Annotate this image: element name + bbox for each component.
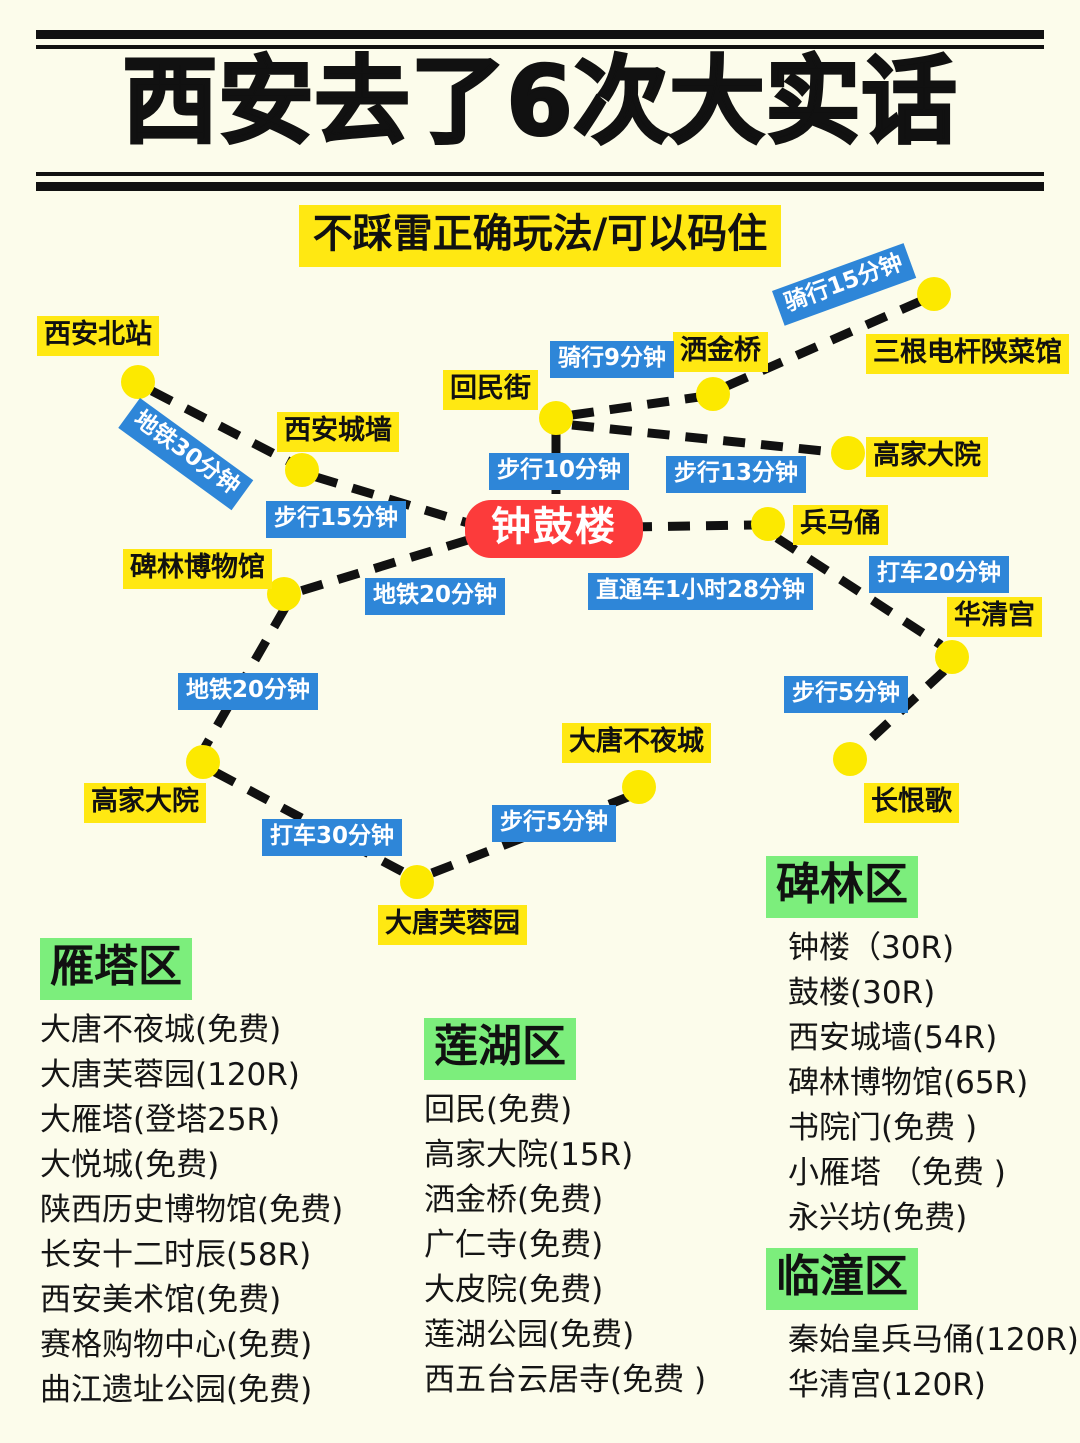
map-edge-label-e2: 步行15分钟 [266,501,407,538]
subtitle-row: 不踩雷正确玩法/可以码住 [0,205,1080,267]
map-node-dot-sangendianggan[interactable] [917,277,951,311]
map-node-dot-huaqinggong[interactable] [935,640,969,674]
map-node-dot-huimin[interactable] [539,401,573,435]
map-edge-label-e3: 地铁20分钟 [365,578,506,615]
edge-line-e8 [571,392,700,420]
map-edge-label-e10: 步行13分钟 [666,456,807,493]
map-node-label-gaojia-sw[interactable]: 高家大院 [84,783,206,823]
map-node-label-xianbei[interactable]: 西安北站 [37,316,159,356]
list-item: 广仁寺(免费) [424,1227,604,1263]
district-beilin: 碑林区 钟楼（30R) 鼓楼(30R) 西安城墙(54R) 碑林博物馆(65R)… [766,856,1028,1241]
district-title-lintong: 临潼区 [766,1248,918,1310]
edge-line-e1 [149,386,293,467]
map-node-label-sangendianggan[interactable]: 三根电杆陕菜馆 [866,334,1069,374]
map-node-dot-beilin-museum[interactable] [267,577,301,611]
page-title: 西安去了6次大实话 [121,47,958,157]
district-yanta: 雁塔区 大唐不夜城(免费) 大唐芙蓉园(120R) 大雁塔(登塔25R) 大悦城… [40,938,343,1413]
rule-thick-line [36,182,1044,191]
edge-line-e3 [295,535,470,597]
header-rule-bottom [36,172,1044,191]
district-lianhu: 莲湖区 回民(免费) 高家大院(15R) 洒金桥(免费) 广仁寺(免费) 大皮院… [424,1018,706,1403]
list-item: 西安美术馆(免费) [40,1282,282,1318]
map-edge-label-e12: 打车20分钟 [869,556,1010,593]
list-item: 大唐不夜城(免费) [40,1012,282,1048]
district-lintong: 临潼区 秦始皇兵马俑(120R) 华清宫(120R) [766,1248,1079,1408]
list-item: 陕西历史博物馆(免费) [40,1192,344,1228]
rule-thin-line [36,172,1044,176]
map-node-label-buyecheng[interactable]: 大唐不夜城 [562,723,711,763]
map-node-label-huimin[interactable]: 回民街 [443,370,538,410]
map-node-dot-chengqiang[interactable] [285,453,319,487]
map-node-dot-gaojia-ne[interactable] [831,436,865,470]
list-item: 西安城墙(54R) [788,1020,998,1056]
header-rule-top [36,30,1044,49]
map-edge-label-e5: 打车30分钟 [262,819,403,856]
list-item: 钟楼（30R) [788,930,955,966]
map-node-dot-xianbei[interactable] [121,365,155,399]
list-item: 永兴坊(免费) [788,1200,968,1236]
list-item: 赛格购物中心(免费) [40,1327,313,1363]
map-node-label-chengqiang[interactable]: 西安城墙 [277,412,399,452]
list-item: 西五台云居寺(免费 ) [424,1362,707,1398]
district-list-lintong: 秦始皇兵马俑(120R) 华清宫(120R) [766,1318,1079,1408]
list-item: 书院门(免费 ) [788,1110,978,1146]
map-node-label-gaojia-ne[interactable]: 高家大院 [866,437,988,477]
map-node-dot-furongyuan[interactable] [400,865,434,899]
list-item: 大雁塔(登塔25R) [40,1102,281,1138]
map-node-label-beilin-museum[interactable]: 碑林博物馆 [123,549,272,589]
map-edge-label-e8: 骑行9分钟 [550,341,675,378]
map-edge-label-e4: 地铁20分钟 [178,673,319,710]
map-edge-label-e11: 直通车1小时28分钟 [588,573,814,610]
list-item: 莲湖公园(免费) [424,1317,635,1353]
list-item: 大皮院(免费) [424,1272,604,1308]
map-node-label-bingmayong[interactable]: 兵马俑 [793,505,888,545]
district-list-beilin: 钟楼（30R) 鼓楼(30R) 西安城墙(54R) 碑林博物馆(65R) 书院门… [766,926,1028,1241]
district-title-beilin: 碑林区 [766,856,918,918]
map-hub-zhonggulou[interactable]: 钟鼓楼 [465,500,643,558]
map-node-label-huaqinggong[interactable]: 华清宫 [947,597,1042,637]
map-node-dot-changhenge[interactable] [833,742,867,776]
list-item: 大唐芙蓉园(120R) [40,1057,300,1093]
list-item: 碑林博物馆(65R) [788,1065,1029,1101]
district-list-yanta: 大唐不夜城(免费) 大唐芙蓉园(120R) 大雁塔(登塔25R) 大悦城(免费)… [40,1008,343,1413]
list-item: 秦始皇兵马俑(120R) [788,1322,1079,1358]
list-item: 华清宫(120R) [788,1367,986,1403]
map-node-dot-gaojia-sw[interactable] [186,745,220,779]
list-item: 大悦城(免费) [40,1147,220,1183]
map-node-label-changhenge[interactable]: 长恨歌 [864,783,959,823]
district-title-yanta: 雁塔区 [40,938,192,1000]
map-node-dot-bingmayong[interactable] [751,507,785,541]
district-title-lianhu: 莲湖区 [424,1018,576,1080]
district-list-lianhu: 回民(免费) 高家大院(15R) 洒金桥(免费) 广仁寺(免费) 大皮院(免费)… [424,1088,706,1403]
map-edge-label-e6: 步行5分钟 [492,805,617,842]
list-item: 长安十二时辰(58R) [40,1237,312,1273]
list-item: 小雁塔 （免费 ) [788,1155,1006,1191]
page-subtitle: 不踩雷正确玩法/可以码住 [298,205,782,267]
map-node-label-sajinqiao[interactable]: 洒金桥 [673,332,768,372]
list-item: 洒金桥(免费) [424,1182,604,1218]
edge-line-e2 [314,472,470,528]
rule-thick-line [36,30,1044,39]
list-item: 高家大院(15R) [424,1137,634,1173]
edge-line-e10 [571,420,834,457]
map-node-dot-sajinqiao[interactable] [696,377,730,411]
list-item: 曲江遗址公园(免费) [40,1372,313,1408]
edge-line-e12 [774,534,944,649]
list-item: 鼓楼(30R) [788,975,936,1011]
map-node-label-furongyuan[interactable]: 大唐芙蓉园 [378,905,527,945]
rule-thin-line [36,45,1044,49]
edge-line-e11 [629,520,754,532]
list-item: 回民(免费) [424,1092,573,1128]
map-node-dot-buyecheng[interactable] [622,770,656,804]
map-edge-label-e13: 步行5分钟 [784,676,909,713]
map-edge-label-e7: 步行10分钟 [489,453,630,490]
